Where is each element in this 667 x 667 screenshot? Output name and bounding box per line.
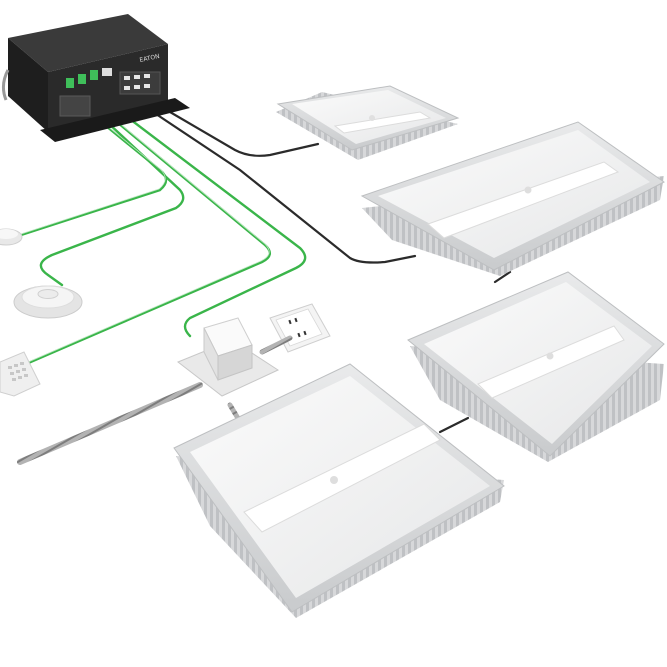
ceiling-sensor-round [13,285,83,319]
ceiling-sensor-small [0,228,23,246]
troffer-fixture-front [173,363,505,618]
troffer-fixture-middle [407,271,665,462]
green-cable-highlights [17,106,270,364]
black-cables [148,103,512,434]
controller-power-cable [1,69,10,101]
troffer-fixture-back-large [360,121,665,276]
controller-ports [59,68,161,117]
controller-box: EATON [1,14,190,142]
junction-box [177,317,280,397]
controller-logo: EATON [139,53,160,64]
troffer-fixture-back-small [276,85,460,160]
green-cables [16,102,307,366]
wall-keypad [0,351,41,397]
